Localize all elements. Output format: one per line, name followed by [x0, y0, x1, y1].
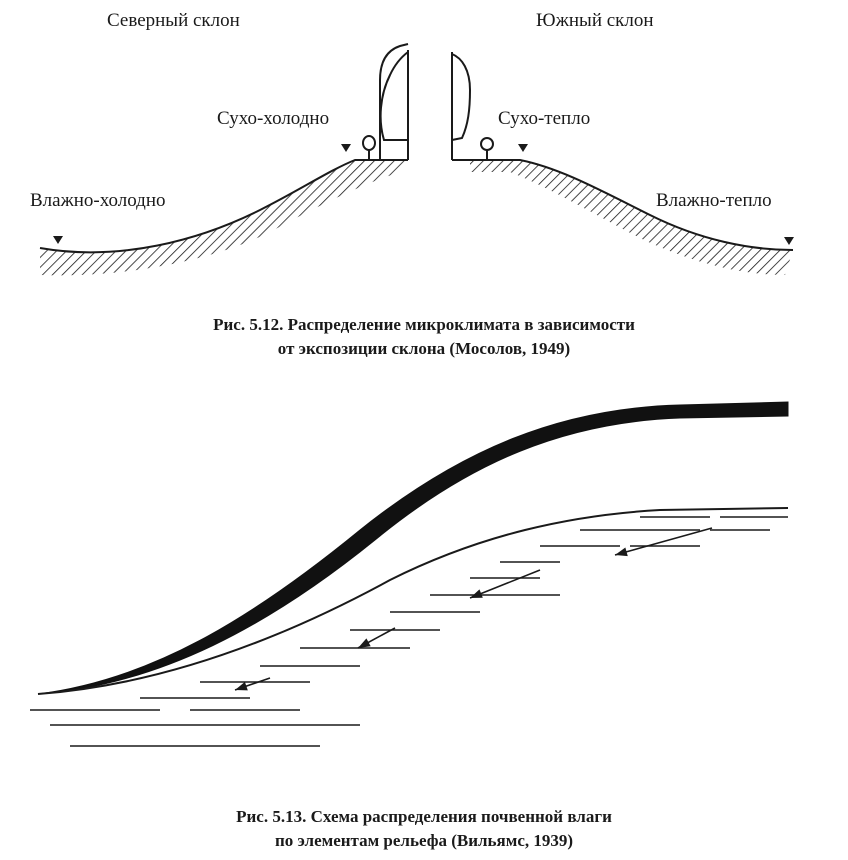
- north-slope-ground: [40, 160, 408, 276]
- marker-wet-warm-icon: [784, 237, 794, 245]
- flow-arrowhead-icon: [358, 638, 371, 648]
- north-bush-icon: [362, 135, 376, 160]
- south-tree-crown: [451, 53, 472, 141]
- flow-arrowhead-icon: [235, 681, 248, 691]
- microclimate-slope-diagram: [39, 43, 794, 276]
- groundwater-lines: [30, 516, 788, 747]
- label-dry-warm: Сухо-тепло: [498, 108, 591, 129]
- flow-arrow-shaft: [614, 527, 713, 556]
- label-wet-warm: Влажно-тепло: [656, 190, 772, 211]
- south-bush-icon: [480, 137, 494, 160]
- north-tree-crown: [379, 49, 409, 141]
- marker-dry-cold-icon: [341, 144, 351, 152]
- marker-dry-warm-icon: [518, 144, 528, 152]
- south-slope-ground: [470, 160, 793, 275]
- north-wall-outline: [379, 43, 409, 160]
- label-dry-cold: Сухо-холодно: [217, 108, 330, 129]
- caption-fig-5-13-line1: Рис. 5.13. Схема распределения почвенной…: [236, 807, 612, 826]
- caption-fig-5-13-line2: по элементам рельефа (Вильямс, 1939): [274, 831, 574, 850]
- south-slope-title: Южный склон: [536, 10, 654, 31]
- subsurface-boundary: [37, 507, 789, 695]
- flow-arrowhead-icon: [470, 589, 483, 598]
- flow-arrows: [234, 527, 713, 691]
- soil-moisture-relief-diagram: [30, 401, 789, 747]
- north-slope-surface: [39, 159, 408, 254]
- south-slope-surface: [452, 159, 794, 251]
- marker-wet-cold-icon: [53, 236, 63, 244]
- flow-arrow-shaft: [469, 569, 541, 599]
- surface-layer-band: [37, 401, 789, 695]
- flow-arrowhead-icon: [615, 547, 628, 557]
- caption-fig-5-12-line2: от экспозиции склона (Мосолов, 1949): [277, 339, 571, 358]
- caption-fig-5-12-line1: Рис. 5.12. Распределение микроклимата в …: [213, 315, 635, 334]
- north-slope-title: Северный склон: [107, 10, 240, 31]
- label-wet-cold: Влажно-холодно: [30, 190, 166, 211]
